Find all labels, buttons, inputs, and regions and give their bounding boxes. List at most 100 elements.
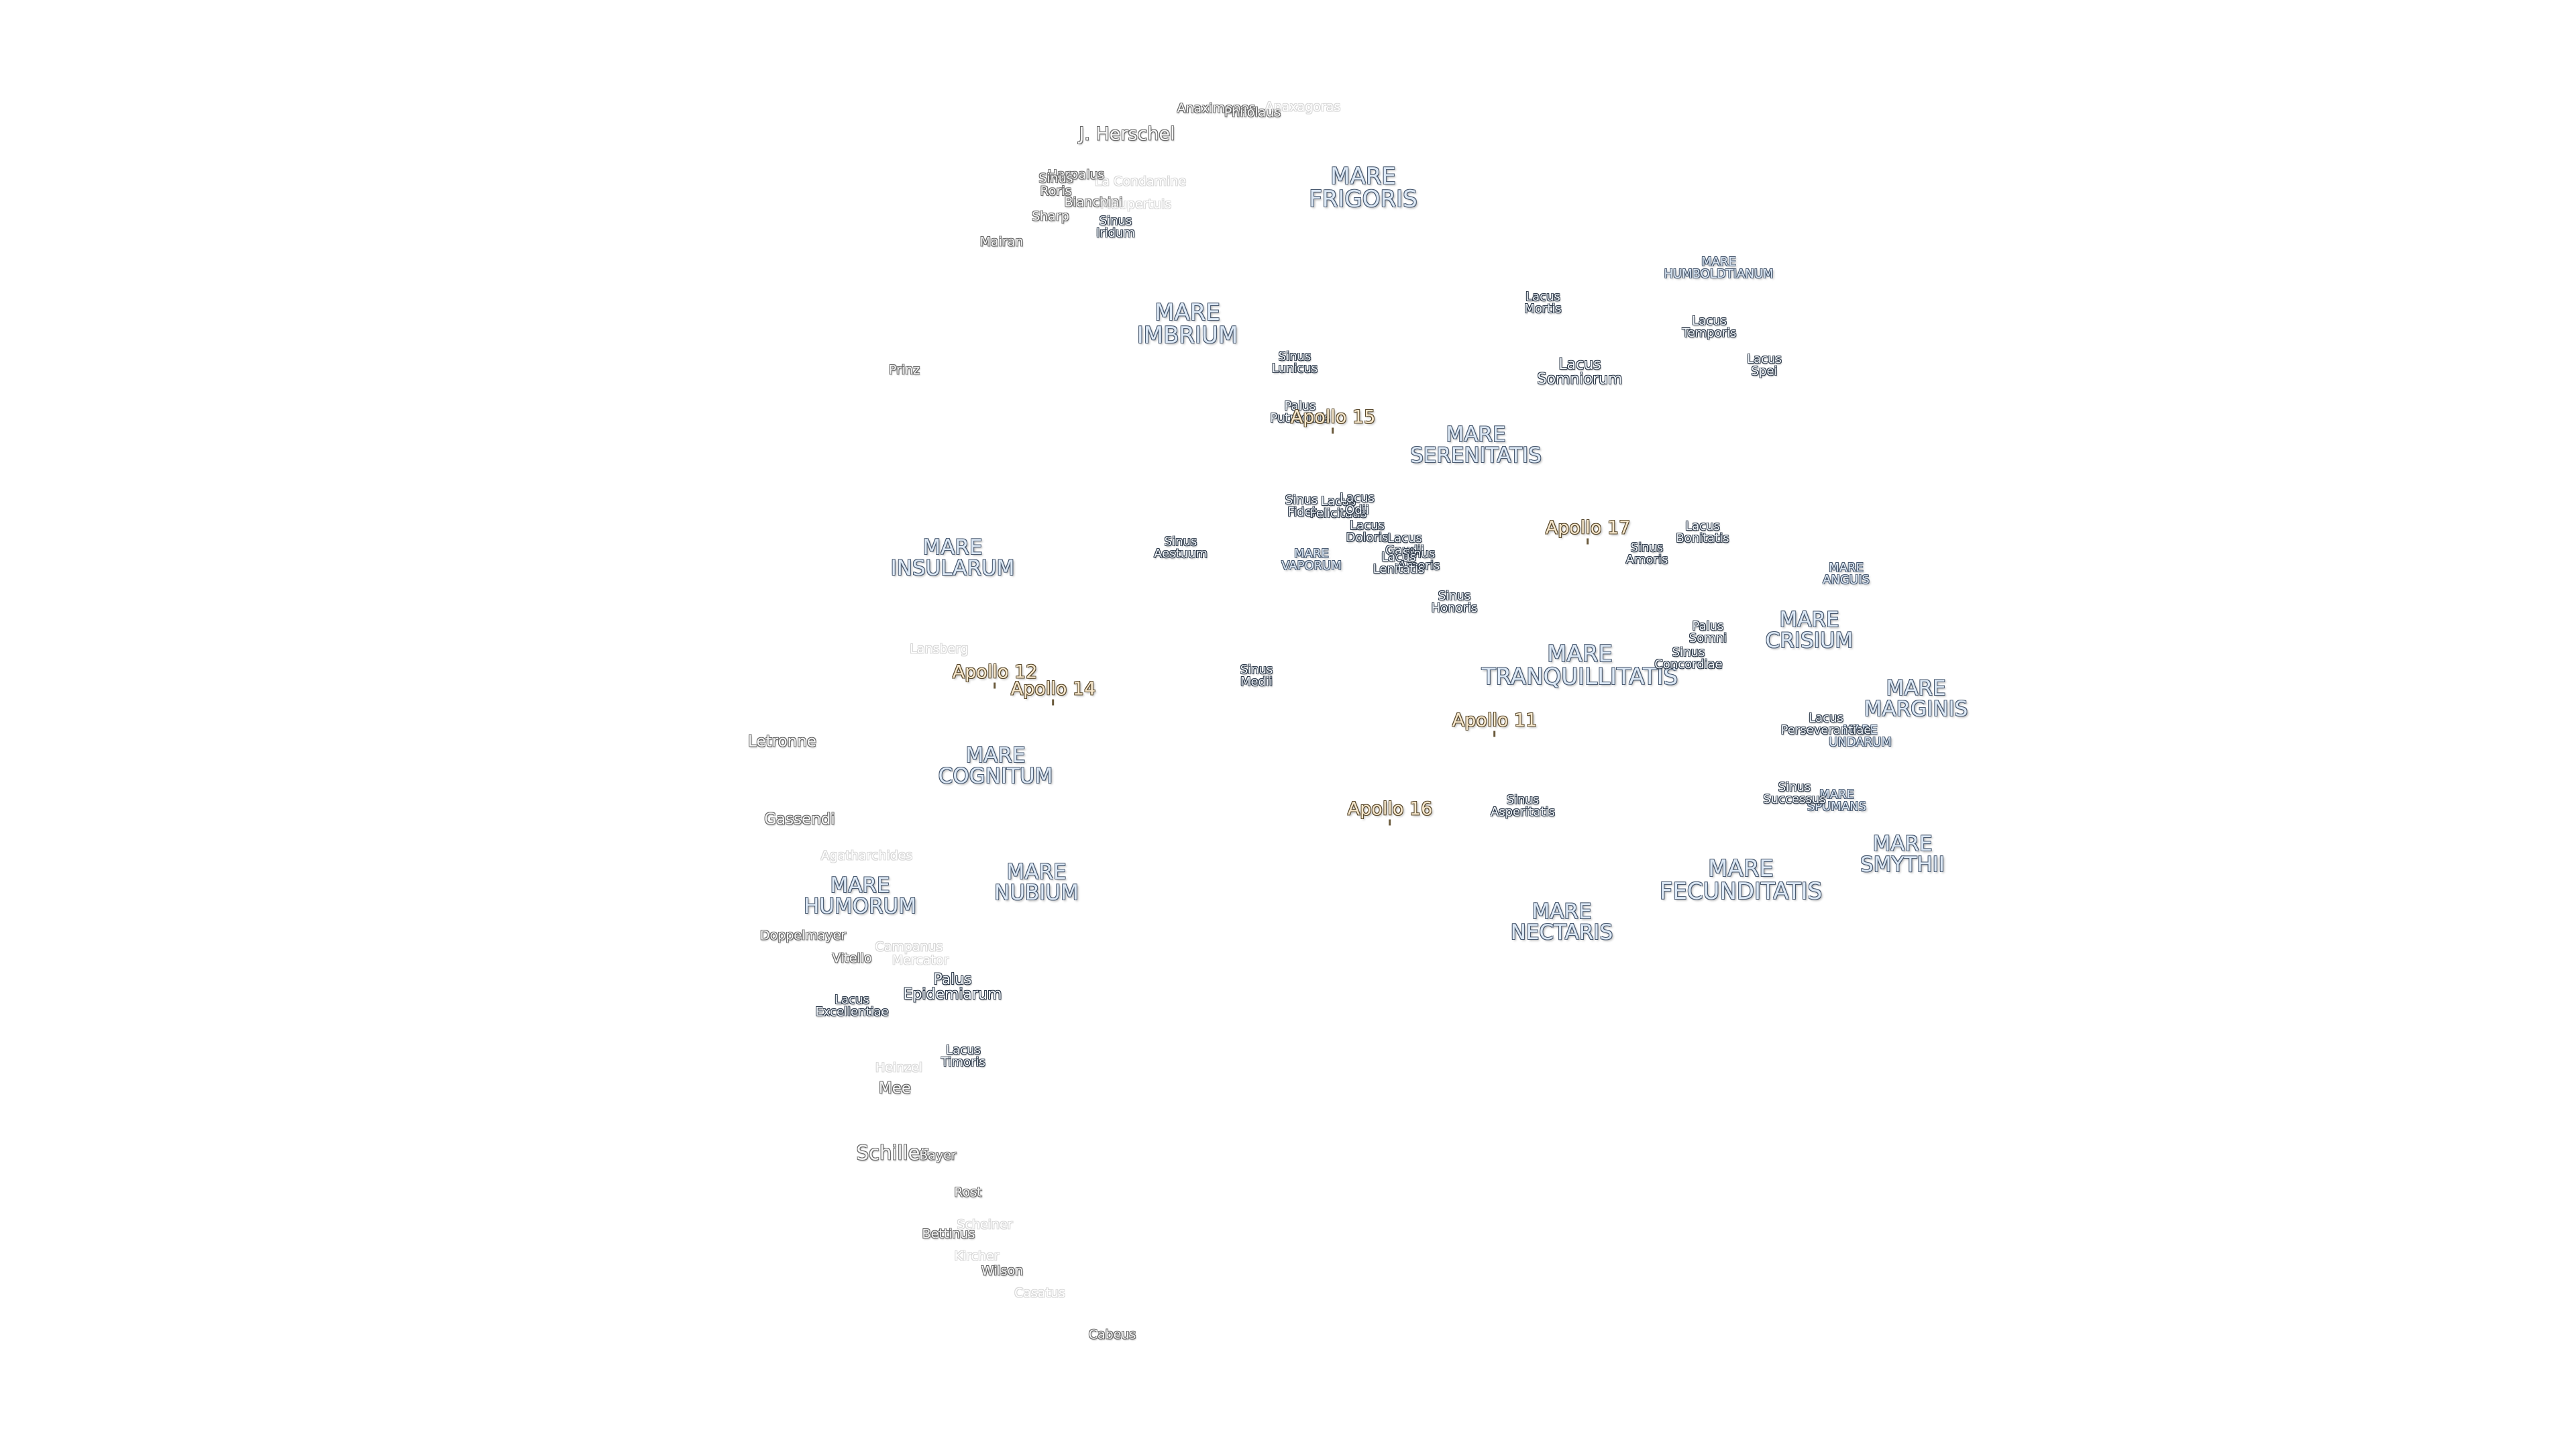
- label-wilson: Wilson: [981, 1265, 1024, 1278]
- label-apollo-15: Apollo 15: [1290, 407, 1376, 434]
- label-lacus-spei-line: Spei: [1751, 364, 1778, 378]
- label-sinus-concordiae-line: Concordiae: [1654, 657, 1723, 672]
- label-maupertuis: Maupertuis: [1100, 198, 1171, 211]
- label-mare-insularum-line: INSULARUM: [890, 556, 1015, 580]
- label-mare-imbrium-line: MARE: [1155, 299, 1220, 326]
- label-doppelmayer: Doppelmayer: [760, 929, 846, 943]
- label-kircher: Kircher: [954, 1250, 999, 1263]
- label-sinus-asperitatis-line: Sinus: [1506, 793, 1540, 807]
- label-mee-line: Mee: [878, 1079, 912, 1097]
- label-apollo-14: Apollo 14: [1011, 680, 1095, 706]
- label-palus-somni-line: Palus: [1692, 619, 1724, 633]
- label-sinus-medii-line: Sinus: [1240, 663, 1273, 677]
- landing-site-marker: [994, 682, 996, 689]
- label-la-condamine: La Condamine: [1095, 175, 1186, 189]
- label-mare-insularum-line: MARE: [922, 535, 983, 559]
- label-lacus-gaudii-line: Gaudii: [1385, 543, 1424, 557]
- label-bettinus: Bettinus: [922, 1228, 975, 1241]
- label-mairan: Mairan: [980, 235, 1024, 249]
- label-scheiner: Scheiner: [957, 1218, 1012, 1232]
- label-mare-nectaris-line: NECTARIS: [1510, 920, 1613, 945]
- label-lacus-perseverantiae-line: Perseverantiae: [1780, 723, 1872, 737]
- landing-site-marker: [1389, 819, 1391, 826]
- label-palus-epidemiarum-line: Epidemiarum: [903, 986, 1002, 1003]
- label-sinus-medii-line: Medii: [1240, 675, 1273, 689]
- label-lansberg-line: Lansberg: [910, 641, 969, 657]
- label-mare-nectaris-line: MARE: [1532, 900, 1592, 924]
- label-sinus-amoris-west-line: Sinus: [1402, 547, 1436, 561]
- label-mare-cognitum-line: COGNITUM: [938, 764, 1053, 788]
- landing-site-marker: [1587, 538, 1589, 545]
- label-apollo-12: Apollo 12: [953, 663, 1037, 689]
- label-mare-tranquillitatis-line: MARE: [1547, 641, 1613, 667]
- label-sinus-amoris-line: Amoris: [1625, 553, 1668, 567]
- label-sinus-successus-line: Successus: [1763, 792, 1826, 806]
- label-lacus-bonitatis-line: Lacus: [1685, 519, 1720, 533]
- label-lacus-mortis-line: Mortis: [1524, 302, 1562, 316]
- label-sinus-honoris-line: Sinus: [1438, 589, 1471, 603]
- label-letronne-line: Letronne: [748, 733, 816, 751]
- label-mare-nubium-line: NUBIUM: [994, 881, 1079, 905]
- label-vitello-line: Vitello: [832, 951, 872, 966]
- label-mare-serenitatis-line: SERENITATIS: [1410, 443, 1542, 468]
- label-lacus-odii-line: Lacus: [1340, 491, 1375, 505]
- label-agatharchides-line: Agatharchides: [820, 848, 913, 863]
- label-lacus-spei-line: Lacus: [1747, 352, 1782, 366]
- label-mare-undarum-line: UNDARUM: [1829, 735, 1892, 749]
- label-mare-fecunditatis-line: MARE: [1708, 855, 1774, 882]
- label-mare-nubium-line: MARE: [1006, 860, 1067, 884]
- label-lacus-felicitatis-line: Felicitatis: [1309, 506, 1367, 521]
- label-sinus-lunicus-line: Sinus: [1278, 350, 1311, 364]
- label-lacus-timoris-line: Timoris: [941, 1055, 985, 1069]
- label-philolaus-line: Philolaus: [1224, 105, 1281, 120]
- label-mare-humboldtianum-line: MARE: [1701, 255, 1736, 269]
- label-bianchini: Bianchini: [1064, 196, 1122, 209]
- label-lacus-somniorum-line: Lacus: [1558, 356, 1601, 373]
- label-mare-humorum-line: MARE: [830, 873, 890, 898]
- label-mare-crisium-line: CRISIUM: [1765, 629, 1854, 653]
- label-mare-marginis-line: MARE: [1886, 676, 1946, 700]
- label-mare-frigoris-line: MARE: [1330, 163, 1396, 190]
- label-agatharchides: Agatharchides: [820, 848, 913, 863]
- label-mare-cognitum-line: MARE: [965, 743, 1026, 767]
- label-bayer-line: Bayer: [919, 1148, 957, 1163]
- label-lacus-perseverantiae-line: Lacus: [1809, 711, 1843, 725]
- label-sinus-honoris-line: Honoris: [1431, 601, 1478, 615]
- label-mare-smythii-line: MARE: [1872, 832, 1933, 856]
- label-schiller: Schiller: [857, 1143, 928, 1163]
- label-prinz-line: Prinz: [888, 362, 920, 378]
- label-rost: Rost: [954, 1186, 981, 1199]
- label-gassendi: Gassendi: [764, 812, 835, 828]
- label-apollo-11-line: Apollo 11: [1452, 710, 1538, 731]
- label-mee: Mee: [879, 1081, 911, 1097]
- label-philolaus: Philolaus: [1224, 105, 1281, 120]
- landing-site-marker: [1332, 427, 1334, 434]
- label-sharp: Sharp: [1032, 210, 1069, 223]
- label-mare-vaporum-line: VAPORUM: [1281, 559, 1342, 573]
- label-sinus-aestuum-line: Sinus: [1164, 535, 1197, 549]
- label-lacus-excellentiae-line: Excellentiae: [815, 1005, 889, 1019]
- label-apollo-15-line: Apollo 15: [1290, 407, 1376, 428]
- label-heinzel: Heinzel: [875, 1061, 922, 1075]
- label-mercator: Mercator: [892, 954, 949, 967]
